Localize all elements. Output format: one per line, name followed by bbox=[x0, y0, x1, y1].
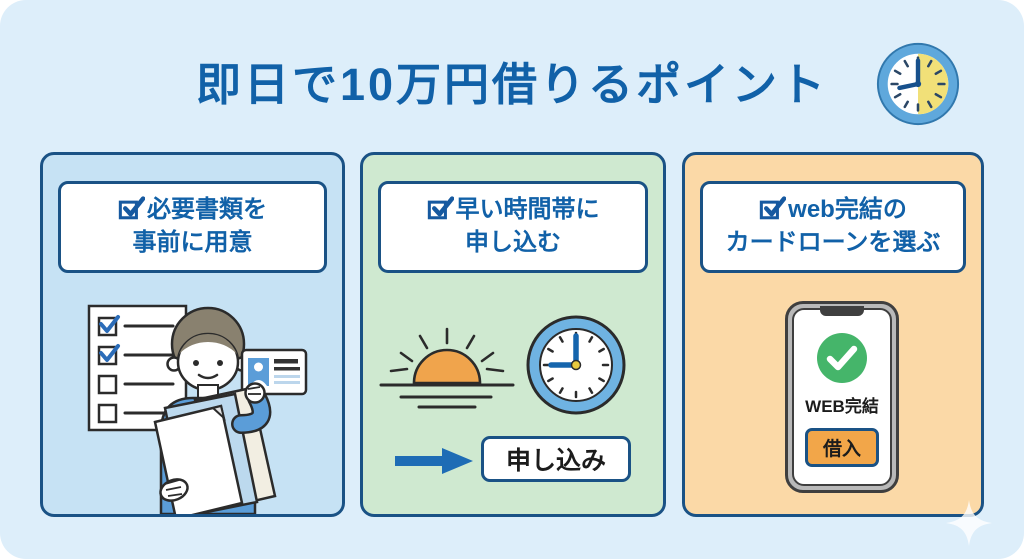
heading-text: web完結の bbox=[788, 196, 907, 223]
half-day-clock-icon bbox=[876, 42, 960, 126]
phone-screen: WEB完結 借入 bbox=[792, 308, 892, 486]
web-complete-label: WEB完結 bbox=[805, 397, 879, 416]
heading-line: 早い時間帯に bbox=[383, 193, 643, 226]
panel1-heading: 必要書類を 事前に用意 bbox=[58, 181, 327, 274]
heading-text: カードローンを選ぶ bbox=[725, 229, 941, 257]
sunrise-icon bbox=[379, 327, 515, 409]
apply-label-box: 申し込み bbox=[481, 436, 631, 482]
sparkle-icon bbox=[946, 500, 992, 546]
sunrise-clock-illustration bbox=[379, 315, 626, 415]
heading-text: 早い時間帯に bbox=[455, 196, 600, 223]
checkbox-icon bbox=[118, 196, 146, 220]
heading-text: 申し込む bbox=[465, 229, 561, 257]
panel3-heading: web完結の カードローンを選ぶ bbox=[700, 181, 966, 274]
clock-icon bbox=[526, 315, 626, 415]
heading-text: 事前に用意 bbox=[132, 229, 253, 257]
check-circle-icon bbox=[817, 333, 867, 383]
borrow-button: 借入 bbox=[804, 428, 879, 467]
heading-line: web完結の bbox=[705, 193, 961, 226]
heading-line: 必要書類を bbox=[63, 193, 322, 226]
apply-label: 申し込み bbox=[505, 447, 606, 475]
phone-notch bbox=[820, 306, 864, 316]
smartphone-icon: WEB完結 借入 bbox=[785, 301, 899, 493]
arrow-right-icon bbox=[395, 448, 473, 474]
raised-arm bbox=[231, 382, 272, 434]
page-title: 即日で10万円借りるポイント bbox=[195, 59, 829, 110]
panel-apply-early: 早い時間帯に 申し込む bbox=[360, 152, 666, 517]
heading-text: 必要書類を bbox=[147, 196, 267, 223]
checkbox-icon bbox=[427, 196, 454, 220]
panel2-heading: 早い時間帯に 申し込む bbox=[378, 181, 648, 274]
panel-prepare-documents: 必要書類を 事前に用意 bbox=[40, 152, 345, 517]
panel-web-complete-loan: web完結の カードローンを選ぶ WEB完結 借入 bbox=[682, 152, 984, 517]
person-documents-illustration bbox=[87, 304, 308, 514]
checkbox-icon bbox=[759, 196, 787, 220]
